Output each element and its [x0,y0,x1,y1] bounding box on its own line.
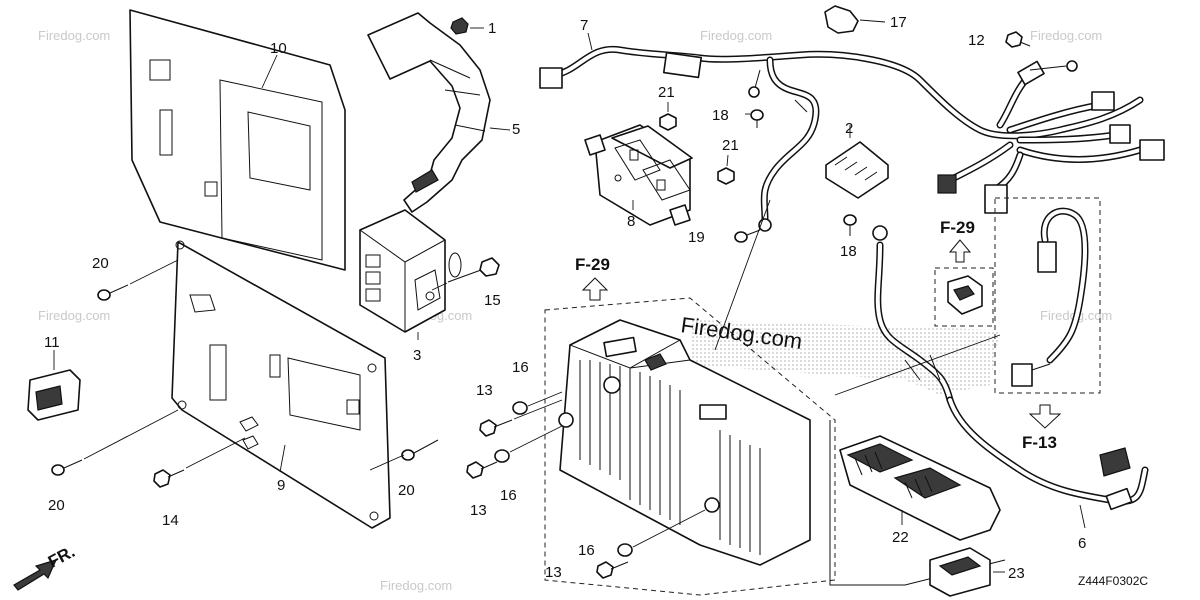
callout-19: 19 [688,229,705,246]
callout-6: 6 [1078,535,1086,552]
callout-18-top: 18 [712,107,729,124]
washer-16-bottom [617,509,706,557]
part-22-holder [839,435,1001,541]
ground-wire-lower [872,225,954,404]
ref-f29-right-label: F-29 [940,218,975,237]
callout-21-right: 21 [722,137,739,154]
callout-20-top: 20 [92,255,109,272]
callout-20-bottom-right: 20 [398,482,415,499]
washer-16-top [512,391,563,415]
nut-21-right [717,154,735,185]
callout-1: 1 [488,20,496,37]
callout-16-bottom: 16 [578,542,595,559]
sub-harness-right [1011,207,1089,387]
callout-18-right: 18 [840,243,857,260]
part-10-panel [129,9,346,271]
ref-f29-right-box: F-29 [934,218,994,327]
watermark-text: Firedog.com [380,578,452,593]
callout-13-mid: 13 [470,502,487,519]
ref-f29-left-label: F-29 [575,255,610,274]
callout-14: 14 [162,512,179,529]
ref-f29-left: F-29 [575,255,610,301]
leader-line [834,334,1001,396]
part-7-wire-harness [539,32,1165,214]
stipple-area [690,320,1000,395]
washer-16-mid [494,425,563,463]
callout-2: 2 [845,120,853,137]
callout-13-bottom: 13 [545,564,562,581]
watermark-text: Firedog.com [38,28,110,43]
bolt-13-bottom [596,561,629,579]
part-5-bracket [367,12,511,213]
part-1-clip [450,17,484,35]
callout-7: 7 [580,17,588,34]
callout-10: 10 [270,40,287,57]
screw-18-top [745,109,764,128]
bolt-13-mid [466,461,498,479]
callout-22: 22 [892,529,909,546]
callout-11: 11 [44,334,60,351]
leader-line [714,199,771,351]
callout-9: 9 [277,477,285,494]
screw-19 [734,229,761,243]
ground-wire-branch [748,56,820,232]
ref-f13: F-13 [1022,404,1062,452]
callout-17: 17 [890,14,907,31]
ref-f13-label: F-13 [1022,433,1057,452]
callout-16-top: 16 [512,359,529,376]
bolt-14 [153,437,246,488]
nut-21-top [659,102,677,131]
diagram-code: Z444F0302C [1078,574,1148,588]
callout-23: 23 [1008,565,1025,582]
watermark-text: Firedog.com [700,28,772,43]
dash-box-right [994,197,1101,394]
part-23-cover [929,547,1005,597]
part-2-cover [825,125,889,199]
callout-13-top: 13 [476,382,493,399]
inverter-unit [558,319,811,566]
bolt-12 [1005,31,1031,48]
front-direction-arrow-icon: FR. [13,542,78,591]
part-8-receptacle [584,124,693,226]
bolt-13-top [479,399,563,437]
watermark-text: Firedog.com [1030,28,1102,43]
callout-15: 15 [484,292,501,309]
part-17-clip [824,5,886,34]
watermark-text: Firedog.com [38,308,110,323]
callout-20-bottom-left: 20 [48,497,65,514]
callout-3: 3 [413,347,421,364]
screw-18-right [843,214,857,236]
part-6-wire [946,396,1149,529]
part-3-box [358,209,462,340]
callout-5: 5 [512,121,520,138]
callout-21-top: 21 [658,84,675,101]
part-11-switch [27,350,81,421]
part-9-plate [171,240,391,529]
screw-20-bottom-left [51,409,179,476]
bolt-15 [431,257,500,291]
callout-16-mid: 16 [500,487,517,504]
screw-20-bottom-right [369,439,439,471]
callout-8: 8 [627,213,635,230]
callout-12: 12 [968,32,985,49]
dash-box-inverter [544,297,836,596]
screw-20-top [97,259,179,301]
